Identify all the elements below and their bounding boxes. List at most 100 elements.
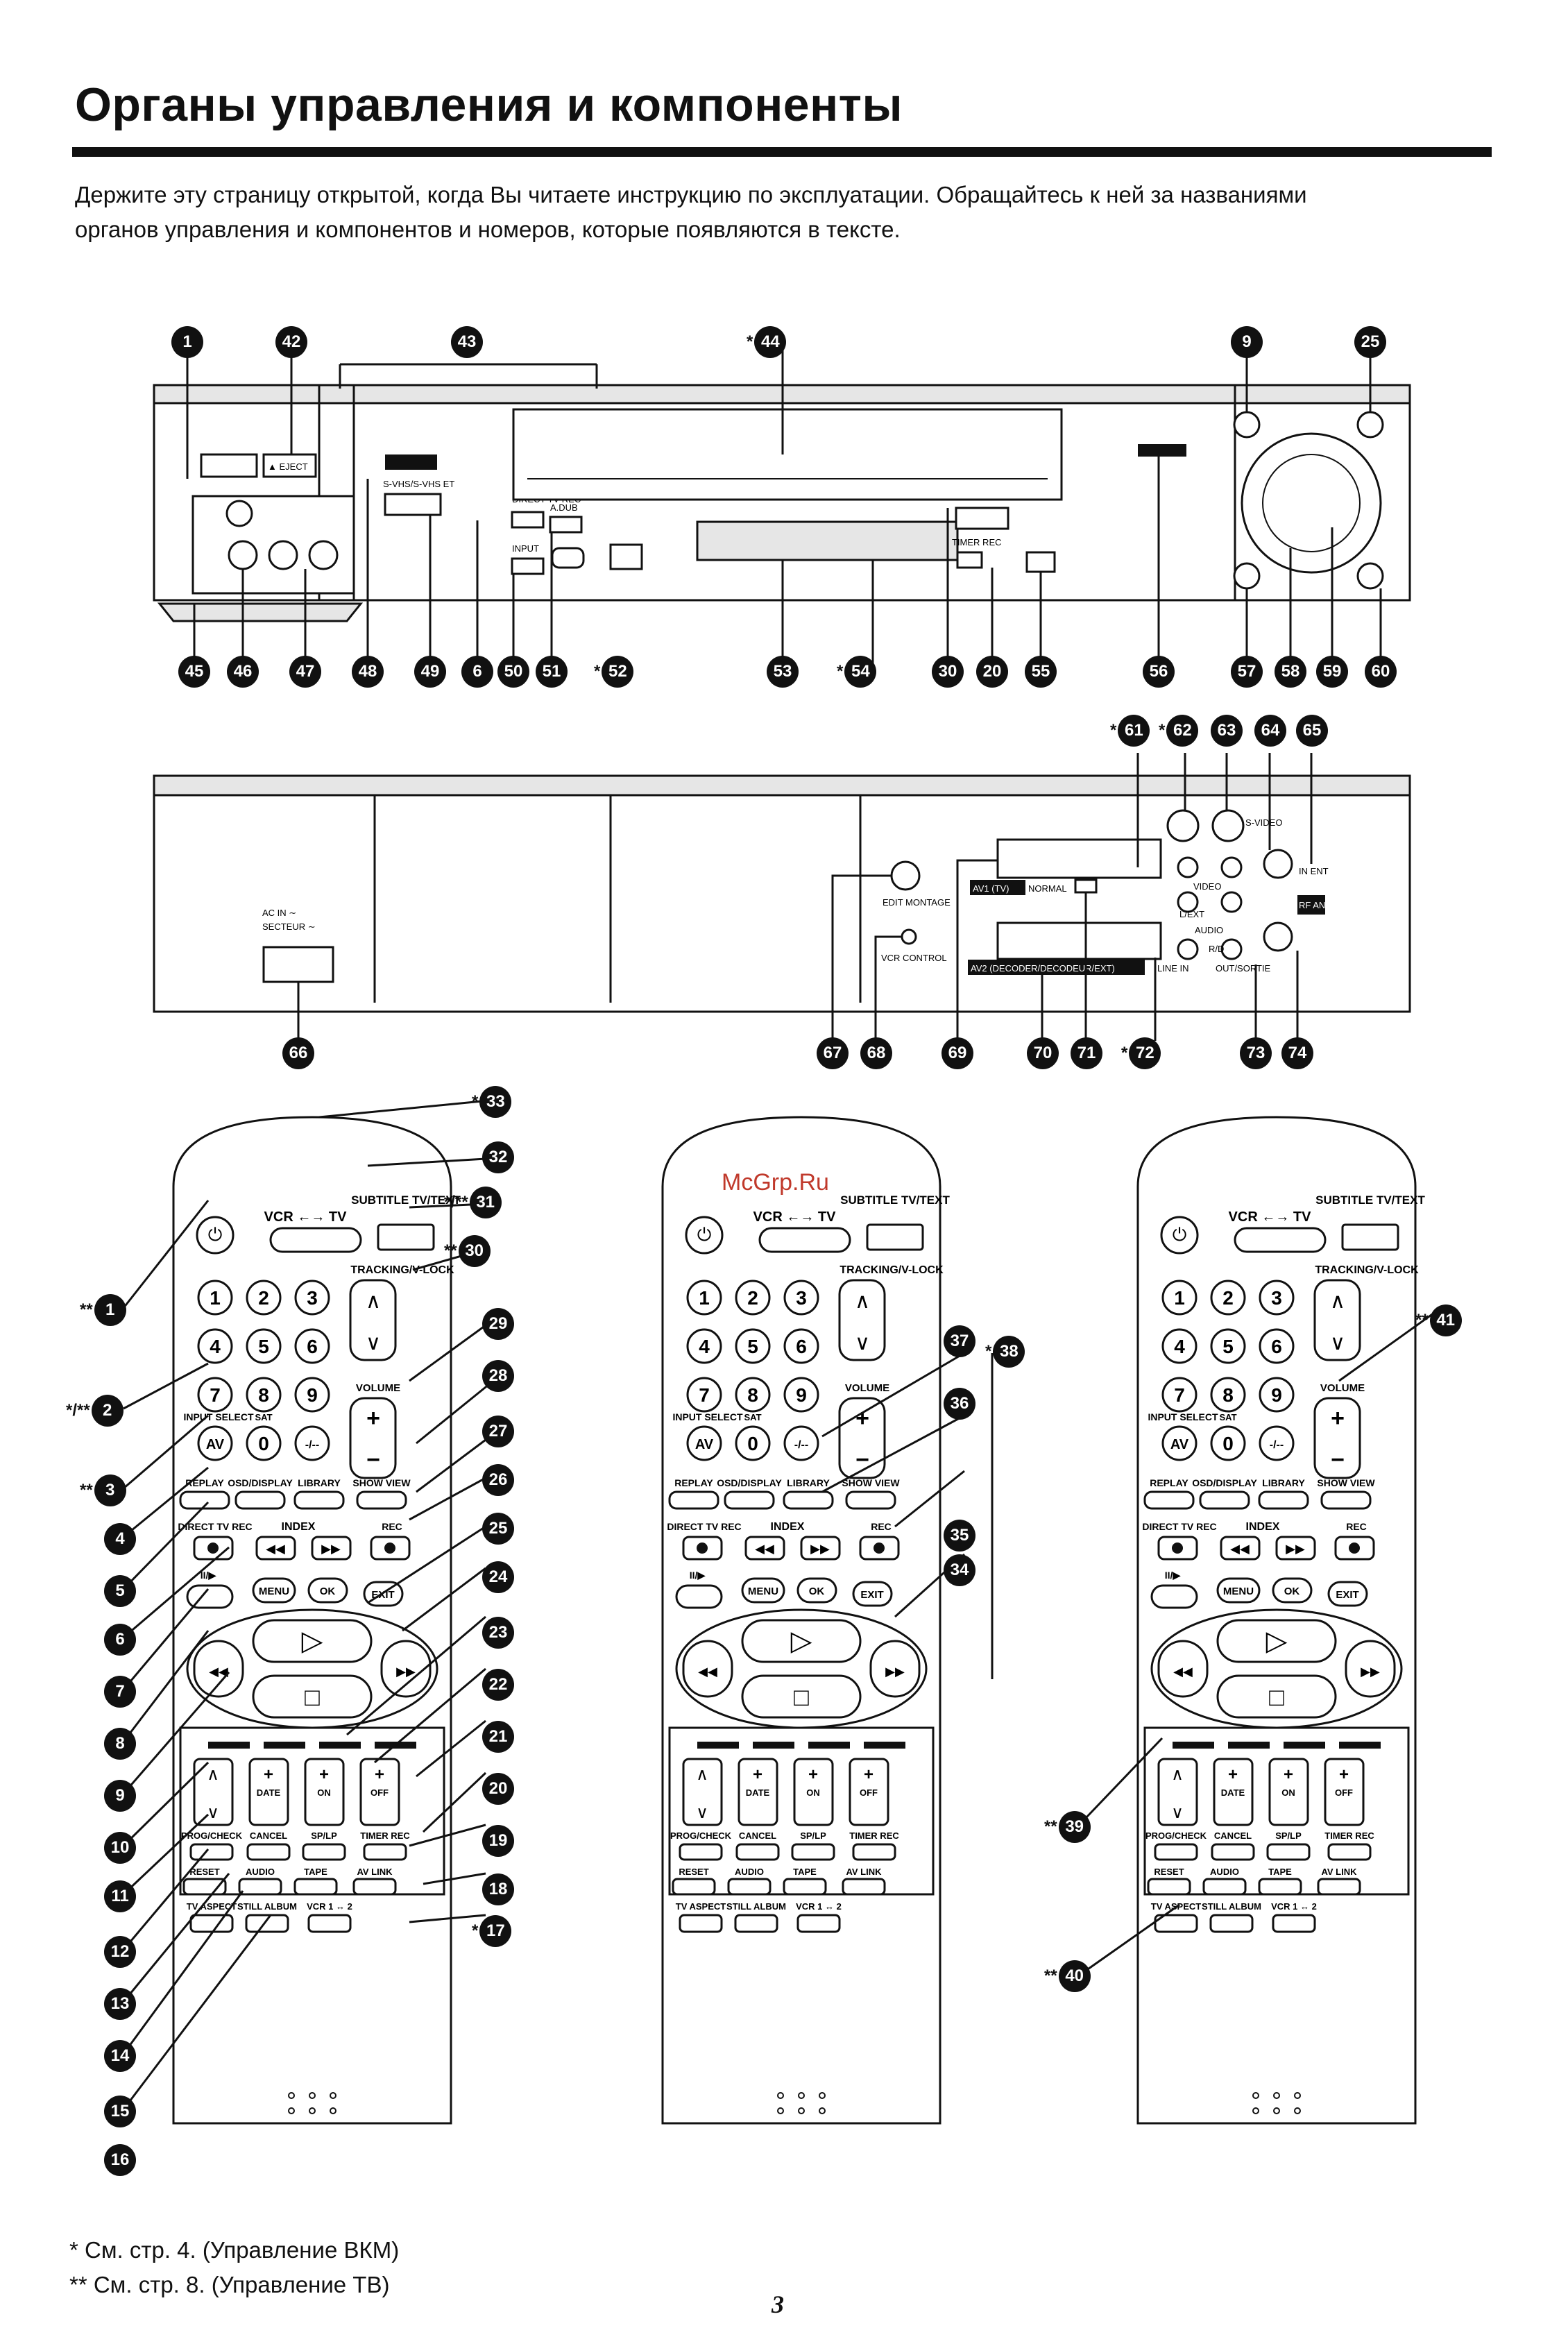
digit-button-1[interactable] xyxy=(1161,1280,1198,1316)
replay-button[interactable] xyxy=(668,1490,719,1510)
channel-buttons[interactable] xyxy=(955,507,1009,530)
cancel-button[interactable] xyxy=(1211,1843,1255,1861)
color-key-2[interactable] xyxy=(753,1742,794,1749)
vcr-tv-button[interactable] xyxy=(758,1227,851,1253)
index-back-button[interactable] xyxy=(744,1536,785,1561)
menu-button[interactable] xyxy=(741,1577,785,1604)
digit-button-6[interactable] xyxy=(1259,1328,1295,1364)
timer-rec-button[interactable] xyxy=(363,1843,407,1861)
digit-button-2[interactable] xyxy=(735,1280,771,1316)
av-button[interactable] xyxy=(197,1425,233,1461)
digit-button-4[interactable] xyxy=(197,1328,233,1364)
still-album-button[interactable] xyxy=(1209,1914,1254,1933)
cancel-button[interactable] xyxy=(735,1843,780,1861)
rewind-button[interactable] xyxy=(1157,1640,1209,1698)
fast-forward-button[interactable] xyxy=(380,1640,432,1698)
digit-button-4[interactable] xyxy=(1161,1328,1198,1364)
splp-button[interactable] xyxy=(1266,1843,1311,1861)
pause-button[interactable] xyxy=(186,1584,234,1609)
rewind-button[interactable] xyxy=(193,1640,244,1698)
vcr-tv-button[interactable] xyxy=(269,1227,362,1253)
a-dub-button[interactable] xyxy=(549,516,583,534)
osd-display-button[interactable] xyxy=(724,1490,775,1510)
tracking-rocker[interactable] xyxy=(838,1279,886,1361)
index-back-button[interactable] xyxy=(1220,1536,1261,1561)
color-key-2[interactable] xyxy=(1228,1742,1270,1749)
show-view-button[interactable] xyxy=(845,1490,896,1510)
av-link-button[interactable] xyxy=(1317,1878,1361,1896)
prog-updown-rocker[interactable] xyxy=(682,1758,723,1826)
color-key-4[interactable] xyxy=(1339,1742,1381,1749)
rewind-button[interactable] xyxy=(682,1640,733,1698)
library-button[interactable] xyxy=(293,1490,345,1510)
front-button-25[interactable] xyxy=(1356,411,1384,439)
prog-updown-rocker[interactable] xyxy=(1157,1758,1198,1826)
digit-button-1[interactable] xyxy=(197,1280,233,1316)
digit-button-1[interactable] xyxy=(686,1280,722,1316)
exit-button[interactable] xyxy=(1327,1581,1368,1607)
osd-display-button[interactable] xyxy=(1199,1490,1250,1510)
library-button[interactable] xyxy=(1258,1490,1309,1510)
subtitle-button[interactable] xyxy=(377,1223,435,1251)
vcr12-button[interactable] xyxy=(796,1914,841,1933)
digit-button-9[interactable] xyxy=(1259,1377,1295,1413)
power-button[interactable] xyxy=(1160,1216,1199,1255)
av-link-button[interactable] xyxy=(352,1878,397,1896)
pause-front-button[interactable] xyxy=(1233,562,1261,590)
vcr12-button[interactable] xyxy=(307,1914,352,1933)
replay-button[interactable] xyxy=(179,1490,230,1510)
av-link-button[interactable] xyxy=(842,1878,886,1896)
digit-button-3[interactable] xyxy=(783,1280,819,1316)
svhs-button[interactable] xyxy=(384,493,442,516)
digit-button-7[interactable] xyxy=(686,1377,722,1413)
still-album-button[interactable] xyxy=(245,1914,289,1933)
digit-button-7[interactable] xyxy=(1161,1377,1198,1413)
tv-aspect-button[interactable] xyxy=(679,1914,723,1933)
play-button[interactable] xyxy=(741,1619,862,1663)
prog-check-button[interactable] xyxy=(679,1843,723,1861)
av-button[interactable] xyxy=(686,1425,722,1461)
digit-button-0[interactable] xyxy=(246,1425,282,1461)
vcr12-button[interactable] xyxy=(1272,1914,1316,1933)
digit-button-3[interactable] xyxy=(1259,1280,1295,1316)
stop-button[interactable] xyxy=(1216,1674,1337,1719)
front-button-9[interactable] xyxy=(1233,411,1261,439)
timer-rec-button[interactable] xyxy=(852,1843,896,1861)
timer-rec-button[interactable] xyxy=(1327,1843,1372,1861)
front-button-60[interactable] xyxy=(1356,562,1384,590)
audio-button[interactable] xyxy=(727,1878,772,1896)
digit-button-9[interactable] xyxy=(783,1377,819,1413)
prog-check-button[interactable] xyxy=(189,1843,234,1861)
input-button[interactable] xyxy=(511,557,545,575)
index-back-button[interactable] xyxy=(255,1536,296,1561)
volume-rocker[interactable] xyxy=(1313,1397,1361,1479)
tape-button[interactable] xyxy=(783,1878,827,1896)
digit-button-5[interactable] xyxy=(735,1328,771,1364)
menu-button[interactable] xyxy=(252,1577,296,1604)
index-forward-button[interactable] xyxy=(1275,1536,1316,1561)
digit-button-8[interactable] xyxy=(246,1377,282,1413)
power-switch[interactable] xyxy=(200,453,258,478)
play-button[interactable] xyxy=(1216,1619,1337,1663)
digit-button-2[interactable] xyxy=(1210,1280,1246,1316)
date-rocker[interactable] xyxy=(1213,1758,1254,1826)
color-key-3[interactable] xyxy=(1284,1742,1325,1749)
off-rocker[interactable] xyxy=(849,1758,889,1826)
replay-button[interactable] xyxy=(1143,1490,1195,1510)
normal-switch[interactable] xyxy=(1074,878,1098,894)
audio-button[interactable] xyxy=(238,1878,282,1896)
date-rocker[interactable] xyxy=(248,1758,289,1826)
digit-button-3[interactable] xyxy=(294,1280,330,1316)
color-key-4[interactable] xyxy=(864,1742,905,1749)
digit-button-8[interactable] xyxy=(735,1377,771,1413)
fast-forward-button[interactable] xyxy=(869,1640,921,1698)
color-key-1[interactable] xyxy=(697,1742,739,1749)
exit-button[interactable] xyxy=(852,1581,893,1607)
osd-display-button[interactable] xyxy=(235,1490,286,1510)
tape-button[interactable] xyxy=(1258,1878,1302,1896)
power-button[interactable] xyxy=(685,1216,724,1255)
index-forward-button[interactable] xyxy=(800,1536,841,1561)
stop-button[interactable] xyxy=(741,1674,862,1719)
digit-button-0[interactable] xyxy=(735,1425,771,1461)
splp-button[interactable] xyxy=(302,1843,346,1861)
